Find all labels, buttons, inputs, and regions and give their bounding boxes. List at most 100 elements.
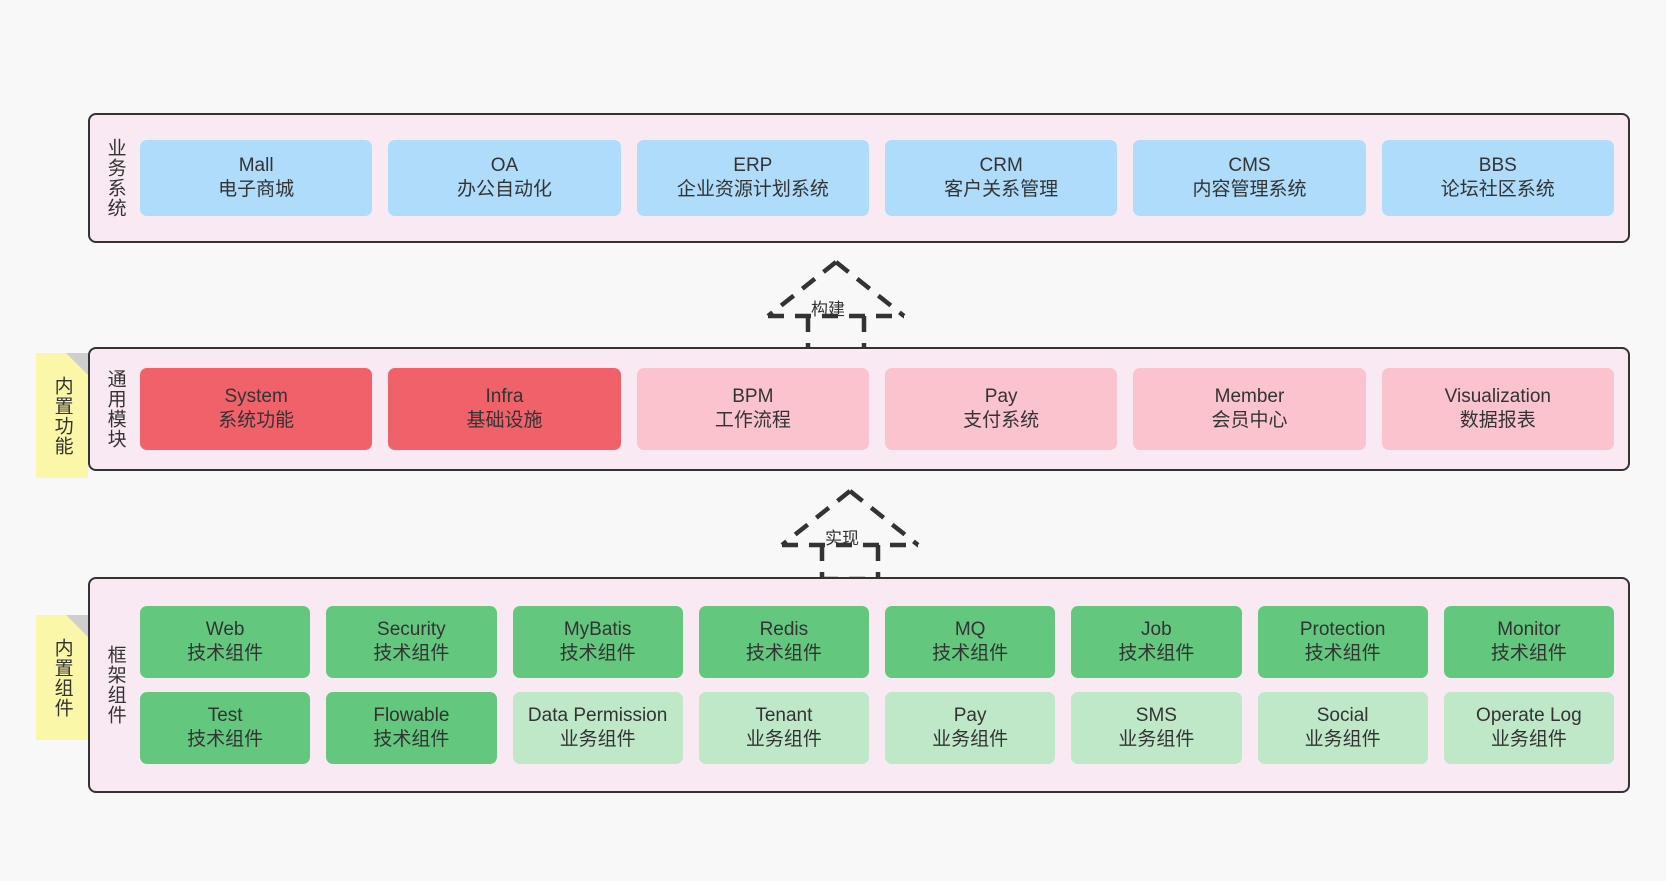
card-row: Test 技术组件 Flowable 技术组件 Data Permission … (140, 692, 1614, 764)
note-fold-icon (66, 615, 88, 637)
card-cms[interactable]: CMS 内容管理系统 (1133, 140, 1366, 216)
card-subtitle: 工作流程 (714, 410, 791, 431)
card-title: Mall (238, 155, 274, 177)
layer-body-business-system: Mall 电子商城 OA 办公自动化 ERP 企业资源计划系统 CRM 客户关系… (140, 115, 1628, 241)
connector-build: 构建 (756, 256, 916, 352)
card-subtitle: 业务组件 (559, 729, 636, 750)
card-title: MyBatis (563, 619, 632, 641)
card-title: CMS (1228, 155, 1271, 177)
layer-body-framework-component: Web 技术组件 Security 技术组件 MyBatis 技术组件 Redi… (140, 579, 1628, 791)
card-infra[interactable]: Infra 基础设施 (388, 368, 621, 450)
note-builtin-function: 内置功能 (36, 353, 88, 478)
card-row: System 系统功能 Infra 基础设施 BPM 工作流程 Pay 支付系统… (140, 368, 1614, 450)
card-title: Test (207, 705, 243, 727)
card-mybatis[interactable]: MyBatis 技术组件 (512, 606, 683, 678)
card-subtitle: 技术组件 (187, 729, 264, 750)
card-subtitle: 办公自动化 (456, 179, 552, 200)
card-title: Visualization (1444, 386, 1551, 408)
note-builtin-component: 内置组件 (36, 615, 88, 740)
card-subtitle: 数据报表 (1459, 410, 1536, 431)
layer-body-common-module: System 系统功能 Infra 基础设施 BPM 工作流程 Pay 支付系统… (140, 349, 1628, 469)
card-flowable[interactable]: Flowable 技术组件 (326, 692, 497, 764)
note-label: 内置组件 (51, 637, 73, 718)
card-title: Member (1214, 386, 1285, 408)
card-system[interactable]: System 系统功能 (140, 368, 373, 450)
card-mq[interactable]: MQ 技术组件 (885, 606, 1056, 678)
card-subtitle: 内容管理系统 (1192, 179, 1307, 200)
card-title: Pay (953, 705, 987, 727)
card-subtitle: 业务组件 (1304, 729, 1381, 750)
card-title: MQ (954, 619, 986, 641)
card-row: Mall 电子商城 OA 办公自动化 ERP 企业资源计划系统 CRM 客户关系… (140, 140, 1614, 216)
card-tenant[interactable]: Tenant 业务组件 (698, 692, 869, 764)
card-subtitle: 技术组件 (1118, 643, 1195, 664)
card-subtitle: 业务组件 (745, 729, 822, 750)
card-subtitle: 技术组件 (745, 643, 822, 664)
card-subtitle: 基础设施 (466, 410, 543, 431)
card-subtitle: 企业资源计划系统 (676, 179, 829, 200)
card-subtitle: 技术组件 (1490, 643, 1567, 664)
layer-title-framework-component: 框架组件 (104, 645, 126, 725)
card-title: Job (1141, 619, 1172, 641)
card-job[interactable]: Job 技术组件 (1071, 606, 1242, 678)
card-title: BBS (1478, 155, 1517, 177)
card-title: CRM (979, 155, 1023, 177)
card-subtitle: 会员中心 (1211, 410, 1288, 431)
card-web[interactable]: Web 技术组件 (140, 606, 311, 678)
card-title: Protection (1299, 619, 1386, 641)
card-bpm[interactable]: BPM 工作流程 (636, 368, 869, 450)
card-title: Security (377, 619, 446, 641)
card-title: Redis (759, 619, 809, 641)
card-title: Data Permission (527, 705, 668, 727)
card-subtitle: 技术组件 (932, 643, 1009, 664)
card-title: System (224, 386, 288, 408)
card-subtitle: 业务组件 (932, 729, 1009, 750)
card-pay[interactable]: Pay 支付系统 (884, 368, 1118, 450)
card-title: Social (1316, 705, 1369, 727)
card-subtitle: 电子商城 (218, 179, 295, 200)
layer-title-business-system: 业务系统 (104, 138, 126, 218)
card-data-permission[interactable]: Data Permission 业务组件 (512, 692, 683, 764)
card-crm[interactable]: CRM 客户关系管理 (884, 140, 1118, 216)
card-title: SMS (1135, 705, 1177, 727)
card-subtitle: 业务组件 (1118, 729, 1195, 750)
card-title: ERP (733, 155, 773, 177)
card-title: Operate Log (1476, 705, 1582, 727)
card-oa[interactable]: OA 办公自动化 (388, 140, 621, 216)
card-test[interactable]: Test 技术组件 (140, 692, 311, 764)
card-redis[interactable]: Redis 技术组件 (698, 606, 869, 678)
card-subtitle: 技术组件 (373, 729, 450, 750)
card-subtitle: 技术组件 (373, 643, 450, 664)
card-title: Flowable (373, 705, 450, 727)
card-protection[interactable]: Protection 技术组件 (1257, 606, 1428, 678)
note-label: 内置功能 (51, 375, 73, 456)
connector-implement: 实现 (770, 485, 930, 581)
card-operate-log[interactable]: Operate Log 业务组件 (1443, 692, 1614, 764)
layer-common-module: 通用模块 System 系统功能 Infra 基础设施 BPM 工作流程 Pay… (88, 347, 1630, 471)
card-erp[interactable]: ERP 企业资源计划系统 (636, 140, 869, 216)
card-visualization[interactable]: Visualization 数据报表 (1381, 368, 1614, 450)
card-mall[interactable]: Mall 电子商城 (140, 140, 373, 216)
card-row: Web 技术组件 Security 技术组件 MyBatis 技术组件 Redi… (140, 606, 1614, 678)
card-title: Web (205, 619, 245, 641)
card-title: Infra (485, 386, 524, 408)
card-subtitle: 支付系统 (963, 410, 1040, 431)
card-subtitle: 业务组件 (1490, 729, 1567, 750)
card-title: Monitor (1497, 619, 1561, 641)
layer-business-system: 业务系统 Mall 电子商城 OA 办公自动化 ERP 企业资源计划系统 CRM… (88, 113, 1630, 243)
layer-title-common-module: 通用模块 (104, 369, 126, 449)
card-pay-business[interactable]: Pay 业务组件 (885, 692, 1056, 764)
connector-label-implement: 实现 (825, 529, 859, 548)
card-monitor[interactable]: Monitor 技术组件 (1443, 606, 1614, 678)
layer-framework-component: 框架组件 Web 技术组件 Security 技术组件 MyBatis 技术组件… (88, 577, 1630, 793)
card-title: OA (490, 155, 519, 177)
card-subtitle: 技术组件 (1304, 643, 1381, 664)
card-subtitle: 论坛社区系统 (1440, 179, 1555, 200)
card-title: Tenant (755, 705, 813, 727)
card-member[interactable]: Member 会员中心 (1133, 368, 1366, 450)
card-security[interactable]: Security 技术组件 (326, 606, 497, 678)
card-sms[interactable]: SMS 业务组件 (1071, 692, 1242, 764)
card-social[interactable]: Social 业务组件 (1257, 692, 1428, 764)
card-bbs[interactable]: BBS 论坛社区系统 (1381, 140, 1614, 216)
